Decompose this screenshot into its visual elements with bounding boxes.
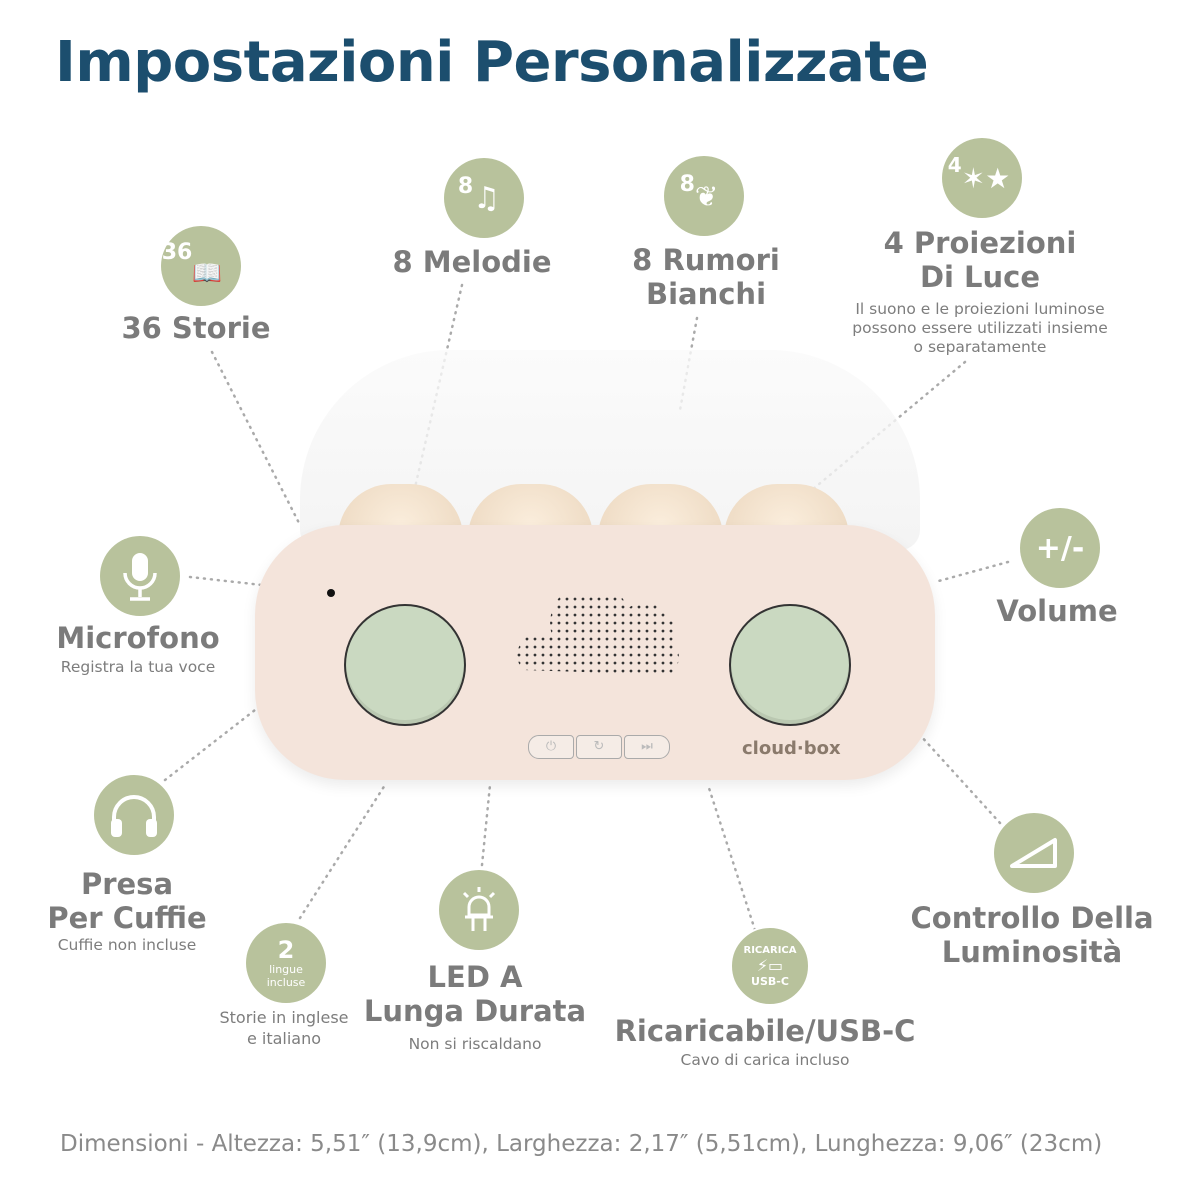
label-line: Bianchi [645, 277, 767, 311]
feature-volume-label: Volume [996, 594, 1118, 628]
brand-logo: cloud·box [742, 738, 841, 759]
feature-usb-label: Ricaricabile/USB-C [614, 1014, 916, 1048]
note-line: o separatamente [913, 338, 1047, 356]
dimensions-footer: Dimensioni - Altezza: 5,51″ (13,9cm), La… [60, 1131, 1103, 1157]
badge-number: 8 [457, 173, 474, 199]
badge-text: RICARICA [743, 944, 797, 956]
microphone-hole [327, 589, 335, 597]
microphone-icon [100, 536, 180, 616]
feature-led-sub: Non si riscaldano [408, 1035, 542, 1053]
feature-rumori-label: 8 Rumori Bianchi [632, 243, 780, 311]
feature-lingue-sub: Storie in inglese e italiano [219, 1007, 348, 1049]
feature-led-label: LED A Lunga Durata [364, 960, 586, 1028]
sub-line: e italiano [246, 1029, 322, 1048]
feature-usb-sub: Cavo di carica incluso [680, 1051, 850, 1069]
feature-microfono-label: Microfono [56, 621, 220, 655]
story-selector-knob[interactable] [346, 606, 464, 724]
feature-proiezioni-label: 4 Proiezioni Di Luce [884, 226, 1077, 294]
label-line: LED A [427, 960, 523, 994]
label-line: 8 Rumori [632, 243, 780, 277]
headphones-icon [94, 775, 174, 855]
repeat-button[interactable]: ↻ [576, 735, 622, 759]
note-line: Il suono e le proiezioni luminose [855, 300, 1105, 318]
leaf-icon: 8❦ [664, 156, 744, 236]
label-line: Per Cuffie [47, 901, 207, 935]
power-button[interactable]: ⏻ [528, 735, 574, 759]
label-line: 4 Proiezioni [883, 226, 1077, 260]
badge-number: 2 [277, 936, 295, 964]
page-title: Impostazioni Personalizzate [55, 30, 929, 95]
volume-knob[interactable] [731, 606, 849, 724]
feature-storie-label: 36 Storie [121, 311, 271, 345]
book-icon: 36📖 [161, 226, 241, 306]
brightness-ramp-icon [994, 813, 1074, 893]
label-line: Controllo Della [910, 901, 1154, 935]
next-button[interactable]: ⏭ [624, 735, 670, 759]
label-line: Luminosità [941, 935, 1123, 969]
label-line: Presa [80, 867, 174, 901]
feature-proiezioni-note: Il suono e le proiezioni luminose posson… [852, 300, 1108, 357]
sub-line: Storie in inglese [219, 1008, 349, 1027]
badge-number: 4 [947, 153, 962, 177]
label-line: Di Luce [919, 260, 1041, 294]
plus-minus-icon: +/- [1020, 508, 1100, 588]
languages-badge: 2 lingue incluse [246, 923, 326, 1003]
badge-text: lingue [269, 963, 303, 976]
badge-text: USB-C [751, 974, 789, 988]
feature-cuffie-sub: Cuffie non incluse [57, 936, 197, 954]
badge-number: 36 [161, 239, 193, 265]
led-bulb-icon [439, 870, 519, 950]
badge-number: 8 [679, 171, 695, 197]
badge-text: incluse [266, 976, 306, 989]
note-line: possono essere utilizzati insieme [852, 319, 1108, 337]
feature-cuffie-label: Presa Per Cuffie [47, 867, 206, 935]
speaker-grille [517, 595, 679, 675]
feature-microfono-sub: Registra la tua voce [60, 658, 216, 676]
stars-icon: 4✶★ [942, 138, 1022, 218]
label-line: Lunga Durata [363, 994, 587, 1028]
feature-luminosita-label: Controllo Della Luminosità [910, 901, 1153, 969]
feature-melodie-label: 8 Melodie [392, 245, 552, 279]
usb-charging-icon: RICARICA ⚡▭ USB-C [730, 926, 810, 1006]
music-note-icon: 8♫ [444, 158, 524, 238]
